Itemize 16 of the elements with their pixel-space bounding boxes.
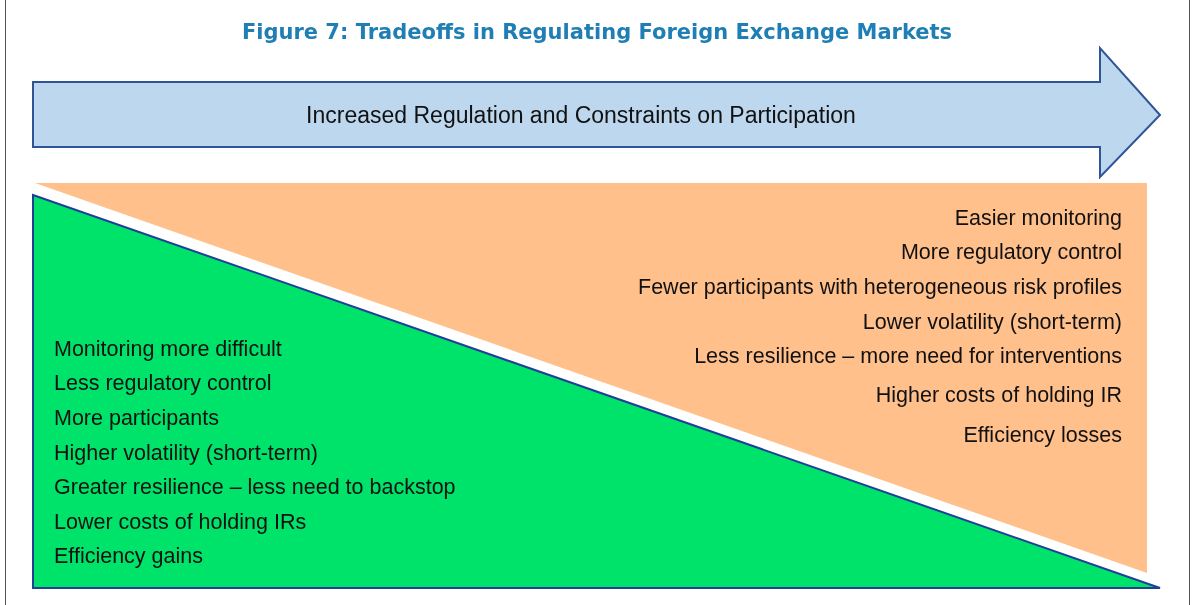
text-line: Higher costs of holding IR bbox=[875, 382, 1122, 408]
text-line: Less regulatory control bbox=[54, 370, 272, 396]
text-line: More participants bbox=[54, 405, 219, 431]
text-line: Increased Regulation and Constraints on Participation bbox=[305, 102, 857, 128]
figure-title: Figure 7: Tradeoffs in Regulating Foreign Exchange Markets bbox=[240, 20, 954, 44]
text-line: Lower volatility (short-term) bbox=[862, 309, 1122, 335]
text-line: Higher volatility (short-term) bbox=[54, 440, 319, 466]
text-line: Monitoring more difficult bbox=[54, 336, 282, 362]
text-line: More regulatory control bbox=[900, 239, 1122, 265]
text-line: Fewer participants with heterogeneous risk profiles bbox=[638, 274, 1122, 300]
text-line: Less resilience – more need for interventions bbox=[694, 343, 1122, 369]
text-line: Efficiency losses bbox=[963, 422, 1122, 448]
text-line: Efficiency gains bbox=[54, 543, 203, 569]
text-line: Lower costs of holding IRs bbox=[54, 509, 307, 535]
text-line: Greater resilience – less need to backstop bbox=[54, 474, 456, 500]
text-line: Easier monitoring bbox=[954, 205, 1122, 231]
